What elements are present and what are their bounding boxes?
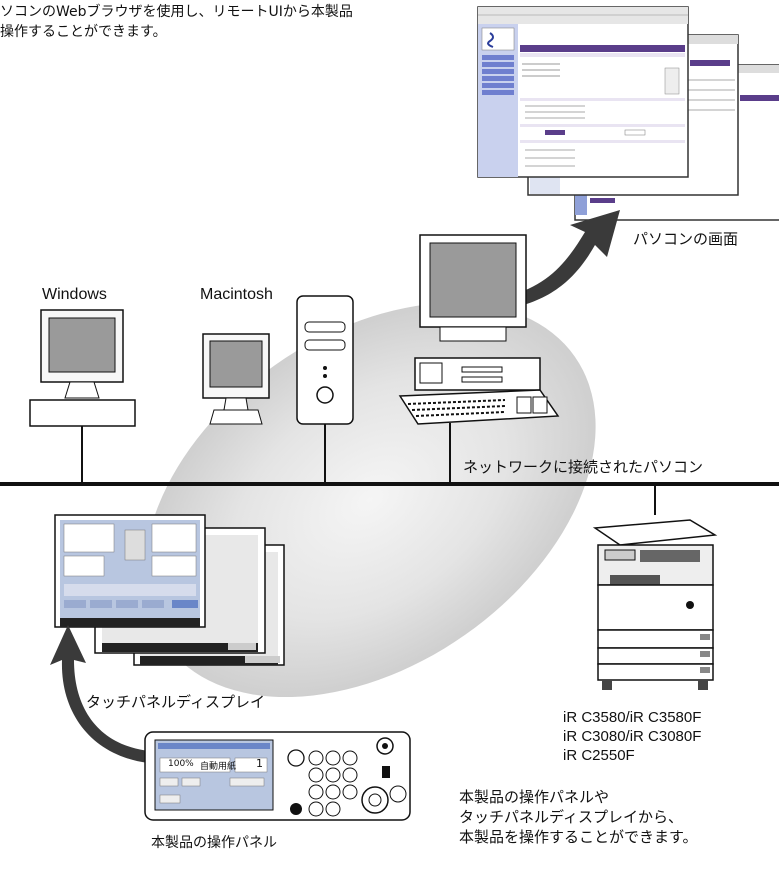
model-name: iR C3080/iR C3080F (563, 728, 702, 745)
pc-screen-caption: パソコンの画面 (633, 230, 739, 248)
browser-window-1 (477, 6, 689, 178)
model-name: iR C2550F (563, 747, 635, 764)
network-line (0, 482, 779, 515)
device-text-line-2: タッチパネルディスプレイから、 (459, 808, 683, 826)
network-pc (398, 234, 560, 483)
lcd-copies: 1 (256, 757, 263, 770)
windows-pc (29, 309, 136, 483)
macintosh-label: Macintosh (200, 286, 273, 303)
device-text-line-1: 本製品の操作パネルや (459, 788, 610, 806)
lcd-paper: 自動用紙 (200, 762, 237, 772)
intro-text: ソコンのWebブラウザを使用し、リモートUIから本製品 操作することができます。 (0, 2, 353, 42)
operation-panel-caption: 本製品の操作パネル (151, 835, 277, 851)
intro-line-2: 操作することができます。 (0, 24, 167, 40)
touch-panel-screens (54, 514, 285, 666)
mac-pc (202, 295, 354, 483)
browser-windows (477, 6, 779, 221)
device-text-line-3: 本製品を操作することができます。 (459, 828, 698, 846)
operation-panel (144, 731, 411, 821)
touch-panel-caption: タッチパネルディスプレイ (86, 693, 265, 711)
copier-device (592, 519, 718, 690)
model-name: iR C3580/iR C3580F (563, 709, 702, 726)
model-list: iR C3580/iR C3580F iR C3080/iR C3080F iR… (563, 708, 701, 765)
network-caption: ネットワークに接続されたパソコン (463, 458, 704, 476)
intro-line-1: ソコンのWebブラウザを使用し、リモートUIから本製品 (0, 4, 353, 20)
device-text: 本製品の操作パネルや タッチパネルディスプレイから、 本製品を操作することができ… (459, 787, 698, 847)
windows-label: Windows (42, 286, 107, 303)
lcd-zoom: 100% (168, 759, 194, 769)
arrow-to-touch-panel (50, 625, 165, 764)
touch-screen-1 (54, 514, 206, 628)
